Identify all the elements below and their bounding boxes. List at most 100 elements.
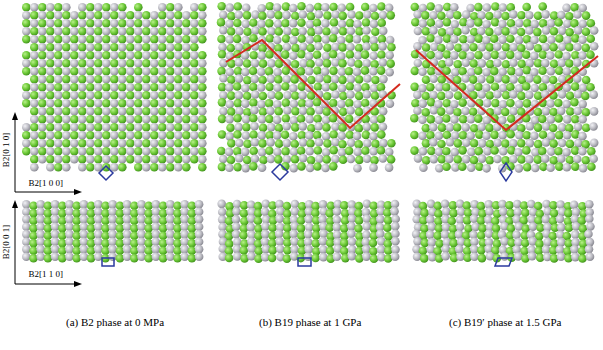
atom-sphere bbox=[306, 44, 315, 53]
atom-sphere bbox=[22, 59, 31, 68]
atom-layer bbox=[22, 2, 598, 263]
atom-sphere bbox=[86, 59, 95, 68]
atom-sphere bbox=[483, 51, 492, 60]
atom-sphere bbox=[190, 123, 199, 132]
atom-sphere bbox=[427, 67, 436, 76]
atom-sphere bbox=[36, 238, 45, 247]
atom-sphere bbox=[485, 91, 494, 100]
atom-sphere bbox=[486, 43, 495, 52]
atom-sphere bbox=[240, 246, 249, 255]
atom-sphere bbox=[446, 42, 455, 51]
atom-sphere bbox=[144, 217, 153, 226]
atom-sphere bbox=[54, 19, 63, 28]
atom-sphere bbox=[557, 253, 566, 262]
atom-sphere bbox=[118, 163, 127, 172]
atom-sphere bbox=[469, 75, 478, 84]
atom-sphere bbox=[46, 155, 55, 164]
atom-sphere bbox=[306, 4, 315, 13]
atom-sphere bbox=[267, 155, 276, 164]
atom-sphere bbox=[30, 43, 39, 52]
atom-sphere bbox=[126, 27, 135, 36]
atom-sphere bbox=[525, 91, 534, 100]
atom-sphere bbox=[509, 26, 518, 35]
atom-sphere bbox=[546, 99, 555, 108]
atom-sphere bbox=[159, 217, 168, 226]
atom-sphere bbox=[94, 91, 103, 100]
atom-sphere bbox=[158, 107, 167, 116]
atom-sphere bbox=[573, 58, 582, 67]
atom-sphere bbox=[571, 34, 580, 43]
atom-sphere bbox=[333, 230, 342, 239]
atom-sphere bbox=[274, 75, 283, 84]
atom-sphere bbox=[219, 74, 228, 83]
atom-sphere bbox=[538, 115, 547, 124]
atom-sphere bbox=[337, 36, 346, 45]
atom-sphere bbox=[371, 140, 380, 149]
atom-sphere bbox=[126, 75, 135, 84]
atom-sphere bbox=[340, 201, 349, 210]
atom-sphere bbox=[421, 11, 430, 20]
atom-sphere bbox=[188, 247, 197, 256]
atom-sphere bbox=[297, 162, 306, 171]
atom-sphere bbox=[386, 99, 395, 108]
atom-sphere bbox=[259, 156, 268, 165]
atom-sphere bbox=[321, 67, 330, 76]
atom-sphere bbox=[102, 75, 111, 84]
atom-sphere bbox=[573, 107, 582, 116]
atom-sphere bbox=[304, 245, 313, 254]
atom-sphere bbox=[150, 115, 159, 124]
atom-sphere bbox=[385, 4, 394, 13]
atom-sphere bbox=[275, 139, 284, 148]
atom-sphere bbox=[174, 27, 183, 36]
atom-sphere bbox=[150, 155, 159, 164]
atom-sphere bbox=[116, 209, 125, 218]
atom-sphere bbox=[182, 75, 191, 84]
atom-sphere bbox=[467, 163, 476, 172]
atom-sphere bbox=[243, 59, 252, 68]
atom-sphere bbox=[474, 114, 483, 123]
atom-sphere bbox=[370, 123, 379, 132]
atom-sphere bbox=[198, 155, 207, 164]
atom-sphere bbox=[291, 28, 300, 37]
atom-sphere bbox=[565, 12, 574, 21]
atom-sphere bbox=[506, 99, 515, 108]
atom-sphere bbox=[195, 238, 204, 247]
atom-sphere bbox=[78, 3, 87, 12]
atom-sphere bbox=[589, 155, 598, 164]
atom-sphere bbox=[86, 75, 95, 84]
atom-sphere bbox=[118, 59, 127, 68]
atom-sphere bbox=[123, 238, 132, 247]
atom-sphere bbox=[461, 43, 470, 52]
atom-sphere bbox=[174, 11, 183, 20]
atom-sphere bbox=[188, 217, 197, 226]
atom-sphere bbox=[385, 68, 394, 77]
atom-sphere bbox=[361, 3, 370, 12]
atom-sphere bbox=[329, 130, 338, 139]
atom-sphere bbox=[515, 19, 524, 28]
atom-sphere bbox=[108, 208, 117, 217]
atom-sphere bbox=[517, 155, 526, 164]
atom-sphere bbox=[353, 83, 362, 92]
atom-sphere bbox=[46, 35, 55, 44]
atom-sphere bbox=[78, 67, 87, 76]
atom-sphere bbox=[474, 67, 483, 76]
atom-sphere bbox=[586, 252, 595, 261]
atom-sphere bbox=[266, 107, 275, 116]
atom-sphere bbox=[78, 115, 87, 124]
atom-sphere bbox=[326, 246, 335, 255]
atom-sphere bbox=[340, 239, 349, 248]
atom-sphere bbox=[297, 2, 306, 11]
atom-sphere bbox=[379, 122, 388, 131]
atom-sphere bbox=[110, 83, 119, 92]
atom-sphere bbox=[190, 147, 199, 156]
atom-sphere bbox=[159, 232, 168, 241]
atom-sphere bbox=[137, 208, 146, 217]
atom-sphere bbox=[126, 99, 135, 108]
atom-sphere bbox=[54, 43, 63, 52]
atom-sphere bbox=[242, 3, 251, 12]
atom-sphere bbox=[379, 27, 388, 36]
atom-sphere bbox=[152, 230, 161, 239]
atom-sphere bbox=[118, 51, 127, 60]
atom-sphere bbox=[182, 99, 191, 108]
atom-sphere bbox=[523, 131, 532, 140]
